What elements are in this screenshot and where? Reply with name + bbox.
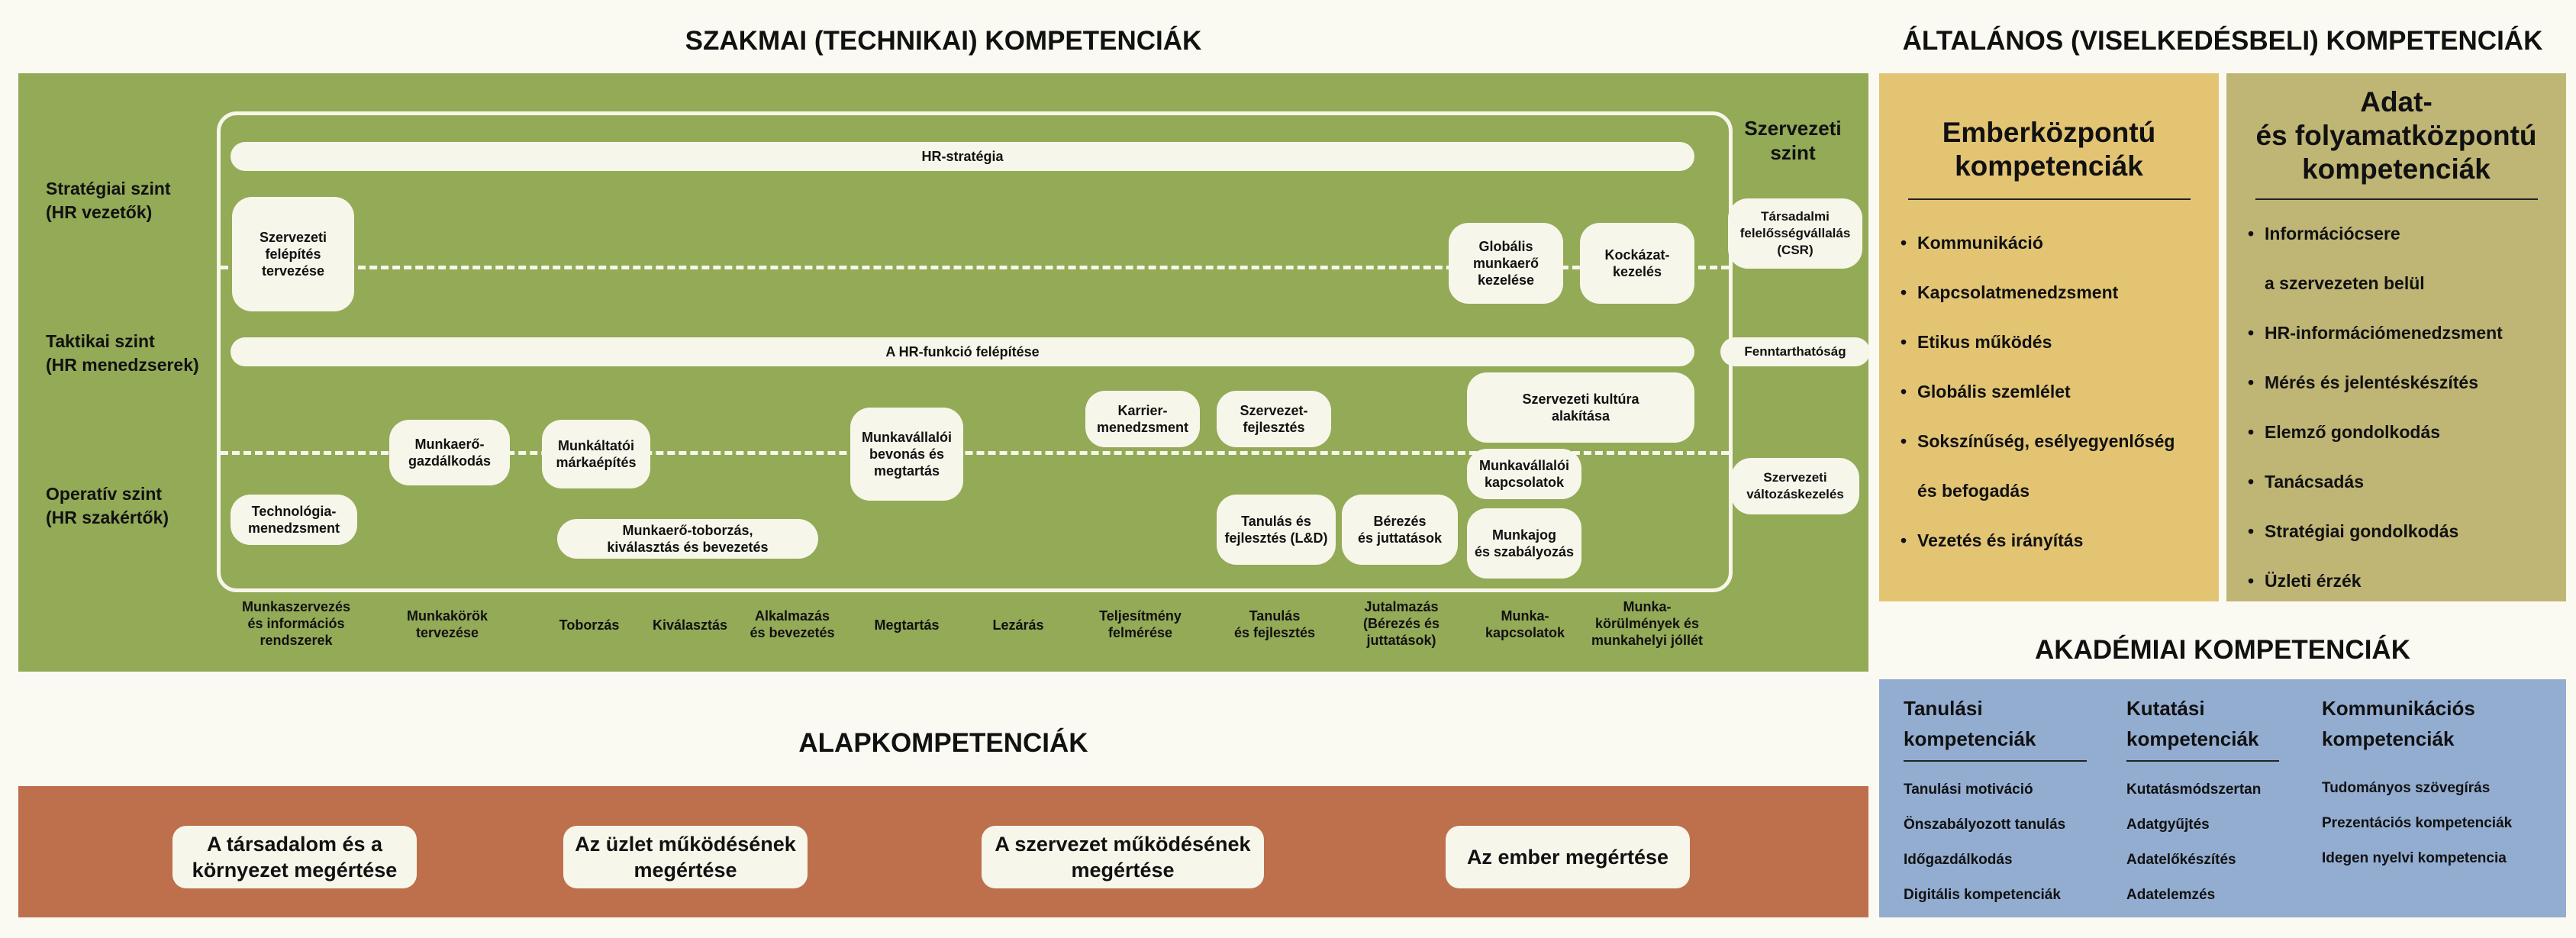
academic-learning-item: Tanulási motiváció <box>1904 782 2033 798</box>
level-strategic: Stratégiai szint (HR vezetők) <box>46 179 171 222</box>
base-item-business: Az üzlet működésének megértése <box>563 826 808 888</box>
people-centred-card: Emberközpontú kompetenciák KommunikációK… <box>1879 73 2219 601</box>
data-process-item: Információcsere <box>2248 209 2566 259</box>
process-wellbeing: Munka- körülmények és munkahelyi jóllét <box>1591 599 1704 648</box>
box-technology-management: Technológia- menedzsment <box>231 495 357 545</box>
box-learning-development: Tanulás és fejlesztés (L&D) <box>1217 495 1336 565</box>
box-recruitment-selection: Munkaerő-toborzás, kiválasztás és beveze… <box>557 519 818 559</box>
academic-research-item: Adatgyűjtés <box>2126 817 2210 833</box>
academic-learning-title: Tanulási kompetenciák <box>1904 693 2087 762</box>
academic-learning-item: Digitális kompetenciák <box>1904 887 2061 903</box>
data-process-item: Üzleti érzék <box>2248 556 2566 606</box>
data-process-divider <box>2255 198 2538 200</box>
hr-strategy-bar: HR-stratégia <box>231 142 1694 171</box>
academic-title: AKADÉMIAI KOMPETENCIÁK <box>2035 635 2410 665</box>
process-selection: Kiválasztás <box>652 617 728 633</box>
box-risk-management: Kockázat- kezelés <box>1580 223 1694 304</box>
academic-research-item: Adatelőkészítés <box>2126 852 2236 868</box>
base-item-organisation: A szervezet működésének megértése <box>982 826 1264 888</box>
data-process-item: Mérés és jelentéskészítés <box>2248 358 2566 408</box>
data-process-item: Stratégiai gondolkodás <box>2248 507 2566 556</box>
academic-communication-item: Idegen nyelvi kompetencia <box>2322 850 2507 866</box>
org-item-sustainability: Fenntarthatóság <box>1720 337 1870 366</box>
box-employer-branding: Munkáltatói márkaépítés <box>542 420 650 488</box>
academic-learning-item: Önszabályozott tanulás <box>1904 817 2066 833</box>
org-level-title: Szervezeti szint <box>1744 117 1842 164</box>
academic-communication-item: Tudományos szövegírás <box>2322 780 2491 796</box>
people-centred-item: Vezetés és irányítás <box>1901 516 2219 566</box>
process-learning: Tanulás és fejlesztés <box>1233 608 1316 640</box>
tactical-operative-divider <box>221 451 1729 455</box>
process-relations: Munka- kapcsolatok <box>1485 608 1565 640</box>
org-item-csr: Társadalmi felelősségvállalás (CSR) <box>1728 198 1862 269</box>
people-centred-title: Emberközpontú kompetenciák <box>1942 117 2156 182</box>
academic-research-title: Kutatási kompetenciák <box>2126 693 2279 762</box>
box-org-culture: Szervezeti kultúra alakítása <box>1467 372 1694 443</box>
box-workforce-planning: Munkaerő- gazdálkodás <box>389 420 510 485</box>
process-recruitment: Toborzás <box>559 617 620 633</box>
data-process-list: Információcsere a szervezeten belülHR-inf… <box>2248 209 2566 606</box>
people-centred-item: Sokszínűség, esélyegyenlőség <box>1901 417 2219 466</box>
data-process-item: Tanácsadás <box>2248 457 2566 507</box>
process-job-design: Munkakörök tervezése <box>406 608 488 640</box>
data-process-item: a szervezeten belül <box>2265 273 2425 293</box>
academic-research-column: Kutatási kompetenciák Kutatásmódszertan … <box>2126 693 2279 913</box>
academic-learning-item: Időgazdálkodás <box>1904 852 2013 868</box>
box-labour-law: Munkajog és szabályozás <box>1467 508 1581 579</box>
data-process-item: HR-információmenedzsment <box>2248 308 2566 358</box>
academic-research-item: Adatelemzés <box>2126 887 2216 903</box>
base-title: ALAPKOMPETENCIÁK <box>798 728 1088 758</box>
people-centred-item: és befogadás <box>1917 481 2030 501</box>
technical-panel: Stratégiai szint (HR vezetők) Taktikai s… <box>18 73 1870 672</box>
data-process-card: Adat- és folyamatközpontú kompetenciák I… <box>2226 73 2566 606</box>
process-onboarding: Alkalmazás és bevezetés <box>750 608 835 640</box>
data-process-item: Elemző gondolkodás <box>2248 408 2566 457</box>
data-process-title: Adat- és folyamatközpontú kompetenciák <box>2255 86 2537 185</box>
strategic-tactical-divider <box>221 266 1729 269</box>
technical-title: SZAKMAI (TECHNIKAI) KOMPETENCIÁK <box>685 26 1202 56</box>
base-item-society: A társadalom és a környezet megértése <box>172 826 417 888</box>
box-career-management: Karrier- menedzsment <box>1085 391 1200 447</box>
academic-communication-title: Kommunikációs kompetenciák <box>2322 697 2475 750</box>
box-employee-relations: Munkavállalói kapcsolatok <box>1467 449 1581 499</box>
people-centred-item: Kommunikáció <box>1901 218 2219 268</box>
academic-research-item: Kutatásmódszertan <box>2126 782 2262 798</box>
academic-communication-item: Prezentációs kompetenciák <box>2322 815 2513 831</box>
box-org-development: Szervezet- fejlesztés <box>1217 391 1331 447</box>
hr-function-bar: A HR-funkció felépítése <box>231 337 1694 366</box>
people-centred-item: Globális szemlélet <box>1901 367 2219 417</box>
people-centred-list: KommunikációKapcsolatmenedzsmentEtikus m… <box>1901 218 2219 566</box>
process-work-organisation: Munkaszervezés és információs rendszerek <box>241 599 351 648</box>
academic-learning-column: Tanulási kompetenciák Tanulási motiváció… <box>1904 693 2087 913</box>
general-title: ÁLTALÁNOS (VISELKEDÉSBELI) KOMPETENCIÁK <box>1902 26 2543 56</box>
process-reward: Jutalmazás (Bérezés és juttatások) <box>1362 599 1440 648</box>
process-retention: Megtartás <box>874 617 940 633</box>
process-offboarding: Lezárás <box>992 617 1044 633</box>
academic-panel: Tanulási kompetenciák Tanulási motiváció… <box>1879 679 2566 917</box>
org-item-change-management: Szervezeti változáskezelés <box>1731 458 1859 514</box>
box-org-design: Szervezeti felépítés tervezése <box>232 197 354 311</box>
people-centred-item: Etikus működés <box>1901 318 2219 367</box>
level-operative: Operatív szint (HR szakértők) <box>46 484 169 527</box>
level-tactical: Taktikai szint (HR menedzserek) <box>46 331 199 375</box>
people-centred-divider <box>1907 198 2191 200</box>
box-engagement-retention: Munkavállalói bevonás és megtartás <box>850 408 963 501</box>
base-panel: A társadalom és a környezet megértése Az… <box>18 786 1868 917</box>
base-item-people: Az ember megértése <box>1446 826 1690 888</box>
box-compensation: Bérezés és juttatások <box>1342 495 1458 565</box>
academic-communication-column: Kommunikációs kompetenciák Tudományos sz… <box>2322 693 2551 876</box>
people-centred-item: Kapcsolatmenedzsment <box>1901 268 2219 318</box>
process-performance: Teljesítmény felmérése <box>1099 608 1182 640</box>
box-global-workforce: Globális munkaerő kezelése <box>1449 223 1563 304</box>
